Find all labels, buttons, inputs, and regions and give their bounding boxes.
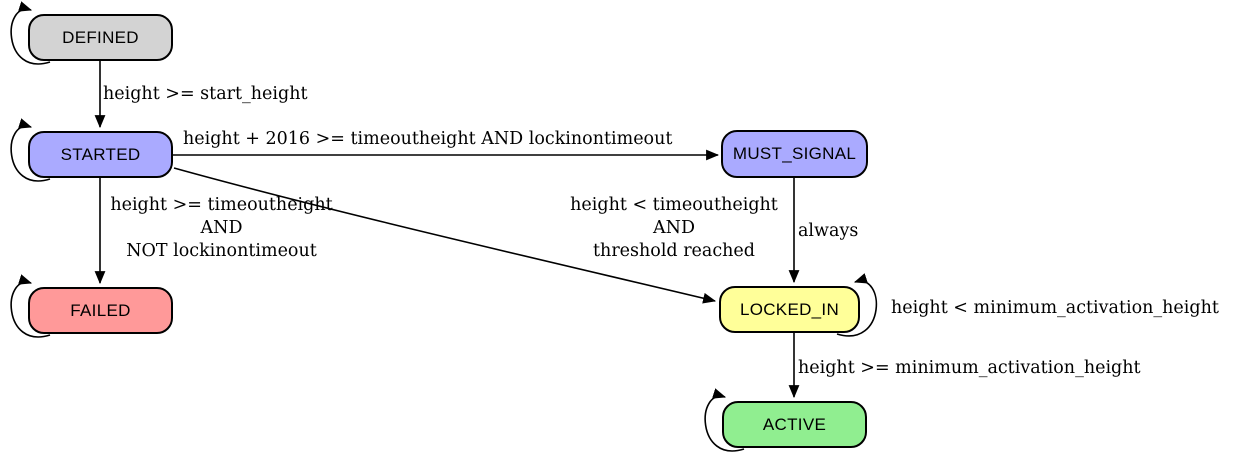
state-started-label: STARTED xyxy=(60,144,141,164)
label-started-to-failed: height >= timeoutheight AND NOT lockinon… xyxy=(110,195,333,261)
state-locked-in-label: LOCKED_IN xyxy=(739,299,840,319)
state-failed: FAILED xyxy=(28,287,173,334)
self-loop-failed xyxy=(10,274,51,338)
self-loop-started xyxy=(10,118,51,182)
label-locked-in-self-loop: height < minimum_activation_height xyxy=(891,298,1219,318)
state-active: ACTIVE xyxy=(722,401,867,448)
label-started-to-must-signal: height + 2016 >= timeoutheight AND locki… xyxy=(183,129,673,149)
label-must-signal-to-locked-in: always xyxy=(798,221,859,241)
self-loop-active xyxy=(704,388,745,452)
state-locked-in: LOCKED_IN xyxy=(719,286,860,333)
state-failed-label: FAILED xyxy=(70,300,131,320)
state-started: STARTED xyxy=(28,131,173,178)
self-loop-locked-in xyxy=(836,273,878,337)
label-started-to-locked-in: height < timeoutheight AND threshold rea… xyxy=(570,195,778,261)
label-locked-in-to-active: height >= minimum_activation_height xyxy=(798,358,1141,378)
label-defined-to-started: height >= start_height xyxy=(103,84,308,104)
state-defined: DEFINED xyxy=(28,14,173,61)
state-active-label: ACTIVE xyxy=(762,414,827,434)
edge-started-to-locked-in xyxy=(173,167,717,304)
state-must-signal-label: MUST_SIGNAL xyxy=(732,144,857,163)
state-must-signal: MUST_SIGNAL xyxy=(721,130,868,178)
self-loop-defined xyxy=(10,1,51,65)
state-defined-label: DEFINED xyxy=(62,27,139,47)
